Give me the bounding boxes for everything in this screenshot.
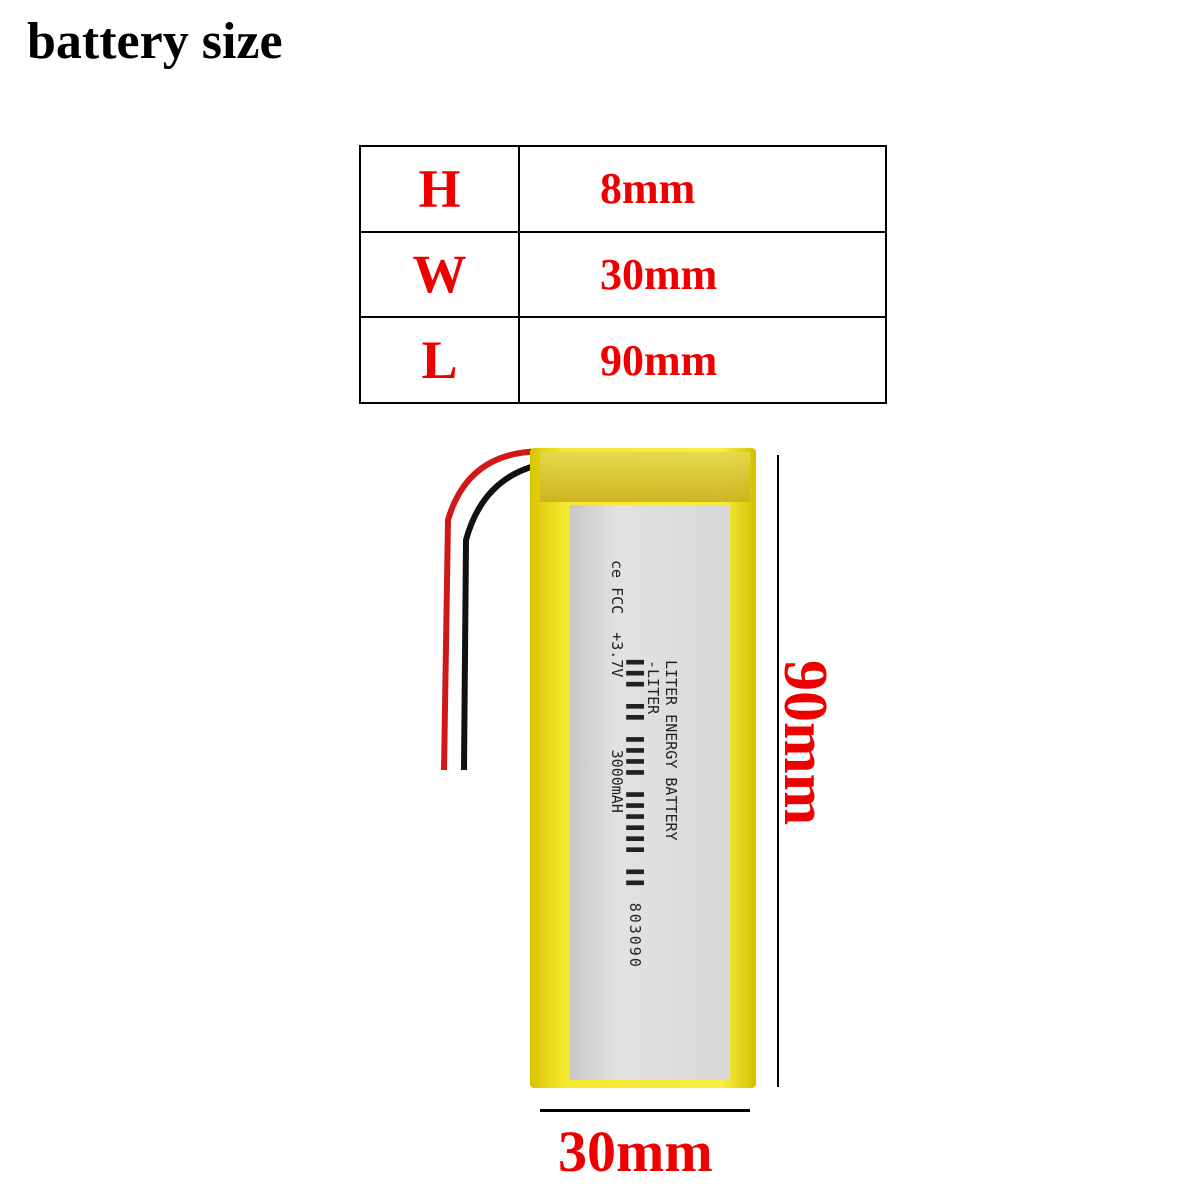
voltage-text: +3.7V: [608, 632, 626, 678]
dim-value: 90mm: [518, 316, 887, 404]
battery-protection-board: [540, 452, 750, 502]
page-title: battery size: [27, 13, 283, 70]
dim-key: H: [359, 145, 520, 233]
brand-text: LITER ENERGY BATTERY: [662, 660, 680, 841]
width-label: 30mm: [558, 1119, 713, 1184]
battery-label-text: LITER ENERGY BATTERY -LITER ▌▌▌ ▌▌ ▌▌▌▌ …: [608, 560, 680, 969]
battery-label: [570, 505, 730, 1080]
dim-key: W: [359, 230, 520, 319]
cert-marks: ce FCC: [608, 560, 626, 615]
dim-value: 30mm: [518, 230, 887, 319]
length-label: 90mm: [771, 660, 839, 826]
width-dimension-line: [540, 1109, 750, 1112]
dim-key: L: [359, 316, 520, 404]
capacity-text: 3000mAH: [608, 749, 626, 813]
sub-brand-text: -LITER: [644, 660, 662, 715]
dim-value: 8mm: [518, 145, 887, 233]
model-text: 803090: [626, 902, 644, 969]
length-dimension-line: [777, 455, 779, 1087]
